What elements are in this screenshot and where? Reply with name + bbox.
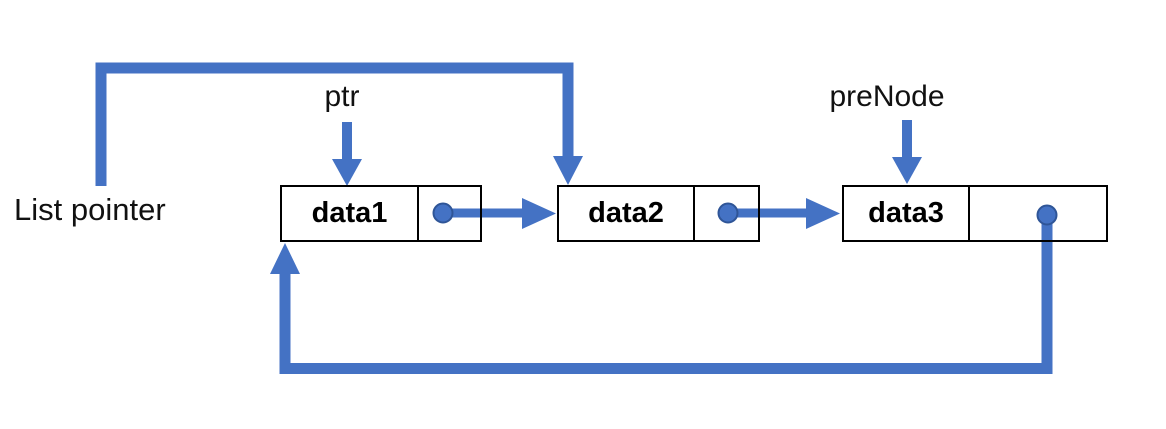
node-data1: data1 <box>280 185 482 242</box>
prenode-arrow <box>892 120 922 184</box>
data3-wrap-around-arrow <box>270 204 1058 374</box>
node-data3-value: data3 <box>844 187 970 240</box>
prenode-label: preNode <box>829 80 945 113</box>
data3-pointer-dot <box>1036 204 1058 226</box>
list-pointer-label: List pointer <box>14 192 166 227</box>
data1-next-arrow <box>432 198 556 229</box>
node-data3-pointer-cell <box>970 187 1106 240</box>
ptr-arrow <box>332 122 362 186</box>
node-data2-pointer-cell <box>695 187 758 240</box>
ptr-label: ptr <box>324 80 360 113</box>
node-data2-value: data2 <box>559 187 695 240</box>
data1-pointer-dot <box>432 202 454 224</box>
node-data1-value: data1 <box>282 187 419 240</box>
data2-next-arrow <box>717 198 840 229</box>
node-data2: data2 <box>557 185 760 242</box>
node-data1-pointer-cell <box>419 187 480 240</box>
list-pointer-to-data2-arrow <box>95 62 583 186</box>
data2-pointer-dot <box>717 202 739 224</box>
node-data3: data3 <box>842 185 1108 242</box>
